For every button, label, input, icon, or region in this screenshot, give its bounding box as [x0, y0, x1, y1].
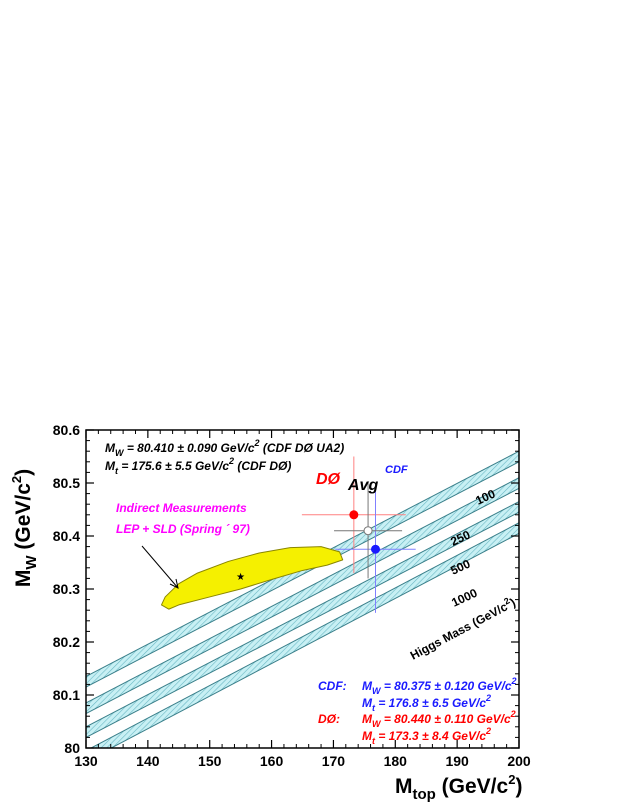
x-tick-label-190: 190	[445, 753, 469, 769]
average-header: MW = 80.410 ± 0.090 GeV/c2 (CDF DØ UA2) …	[105, 438, 344, 476]
d0-mt-result: Mt = 173.3 ± 8.4 GeV/c2	[362, 726, 491, 746]
x-axis-ticks: 130 140 150 160 170 180 190 200	[74, 430, 531, 769]
avg-tag: Avg	[347, 477, 378, 494]
d0-marker	[349, 510, 359, 520]
cdf-mw-result: MW = 80.375 ± 0.120 GeV/c2	[362, 676, 517, 696]
d0-tag: DØ	[316, 471, 341, 488]
higgs-band-edge-high-500	[86, 501, 519, 728]
x-tick-label-160: 160	[260, 753, 284, 769]
x-tick-label-140: 140	[136, 753, 160, 769]
higgs-band-edge-high-250	[86, 477, 519, 704]
higgs-band-250	[86, 477, 519, 714]
results-box: CDF: MW = 80.375 ± 0.120 GeV/c2 Mt = 176…	[318, 676, 517, 746]
cdf-tag: CDF	[385, 464, 408, 476]
cdf-mt-result: Mt = 176.8 ± 6.5 GeV/c2	[362, 693, 491, 713]
x-tick-label-150: 150	[198, 753, 222, 769]
higgs-band-500	[86, 501, 519, 738]
y-tick-label-80.6: 80.6	[53, 422, 80, 438]
higgs-band-edge-low-500	[86, 511, 519, 738]
avg-marker	[363, 526, 373, 536]
higgs-band-edge-low-1000	[110, 532, 519, 748]
y-tick-label-80.1: 80.1	[53, 687, 80, 703]
y-tick-label-80.3: 80.3	[53, 581, 80, 597]
d0-result-label: DØ:	[318, 712, 340, 726]
higgs-label-100: 100	[473, 486, 497, 507]
x-tick-label-180: 180	[384, 753, 408, 769]
higgs-band-edge-low-250	[86, 487, 519, 714]
x-axis-label: Mtop (GeV/c2)	[395, 772, 522, 803]
cdf-result-label: CDF:	[318, 679, 347, 693]
x-tick-label-200: 200	[507, 753, 531, 769]
avg-mt-line: Mt = 175.6 ± 5.5 GeV/c2 (CDF DØ)	[105, 456, 291, 476]
higgs-band-edge-low-100	[86, 461, 519, 688]
higgs-band-edge-high-1000	[89, 522, 519, 748]
indirect-center-marker: ★	[236, 572, 245, 583]
x-tick-label-170: 170	[322, 753, 346, 769]
y-tick-label-80: 80	[64, 740, 80, 756]
indirect-title: Indirect Measurements	[116, 501, 247, 515]
y-axis-label: MW (GeV/c2)	[9, 469, 40, 587]
cdf-marker	[370, 544, 380, 554]
indirect-arrow	[141, 545, 179, 589]
higgs-label-1000: 1000	[449, 586, 479, 610]
x-tick-label-130: 130	[74, 753, 98, 769]
measurement-points	[301, 456, 416, 613]
avg-mw-line: MW = 80.410 ± 0.090 GeV/c2 (CDF DØ UA2)	[105, 438, 344, 458]
y-tick-label-80.2: 80.2	[53, 634, 80, 650]
d0-mw-result: MW = 80.440 ± 0.110 GeV/c2	[362, 709, 516, 729]
y-tick-label-80.4: 80.4	[53, 528, 80, 544]
indirect-subtitle: LEP + SLD (Spring ´ 97)	[116, 522, 250, 536]
y-tick-label-80.5: 80.5	[53, 475, 80, 491]
y-axis-ticks: 80 80.1 80.2 80.3 80.4 80.5 80.6	[53, 422, 519, 756]
